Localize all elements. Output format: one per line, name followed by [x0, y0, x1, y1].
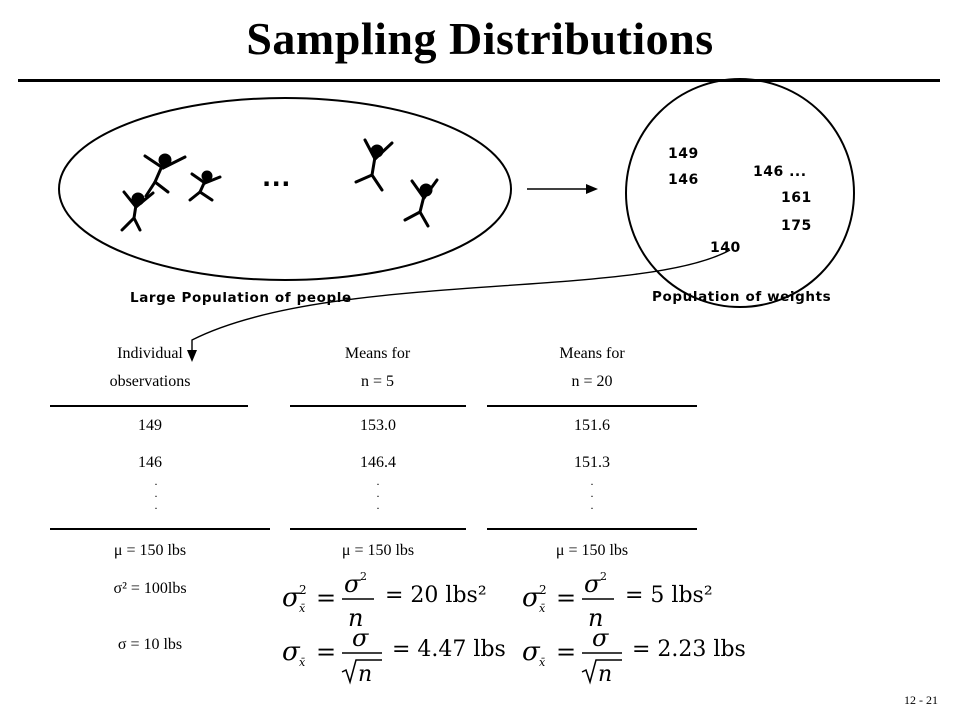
- svg-text:σ: σ: [282, 583, 301, 613]
- footer-rule: [50, 528, 270, 530]
- footer-rule: [290, 528, 466, 530]
- column-header-n5: Means for n = 5: [290, 340, 465, 396]
- table-cell: 151.6: [574, 417, 610, 434]
- svg-text:x̄: x̄: [299, 602, 306, 615]
- header-rule: [487, 405, 697, 407]
- header-line: observations: [109, 373, 191, 390]
- svg-text:=: =: [316, 638, 336, 666]
- svg-text:=: =: [316, 584, 336, 612]
- weight-value: 146: [668, 172, 699, 188]
- person-figure-2: [188, 170, 222, 202]
- sd-result-n20: = 2.23 lbs: [632, 637, 746, 662]
- table-cell: 149: [138, 417, 162, 434]
- curved-arrow: [191, 249, 731, 355]
- svg-text:=: =: [556, 584, 576, 612]
- column-header-individual: Individual observations: [50, 340, 250, 396]
- person-figure-1: [143, 153, 187, 198]
- slide-title: Sampling Distributions: [246, 13, 714, 64]
- svg-text:σ: σ: [584, 570, 601, 598]
- svg-text:σ: σ: [522, 637, 541, 667]
- svg-text:σ: σ: [352, 624, 369, 652]
- sd-formula-n5: σ x̄ = σ n: [282, 624, 382, 687]
- header-line: Means for: [559, 345, 625, 362]
- header-rule: [290, 405, 466, 407]
- weights-population-label: Population of weights: [652, 289, 832, 305]
- header-rule: [50, 405, 248, 407]
- title-divider: [18, 79, 940, 82]
- svg-text:2: 2: [360, 570, 367, 583]
- sd-result-n5: = 4.47 lbs: [392, 637, 506, 662]
- people-population-ellipse: [58, 97, 512, 281]
- variance-result-n5: = 20 lbs²: [385, 583, 487, 608]
- weight-value: 149: [668, 146, 699, 162]
- header-line: n = 20: [571, 373, 613, 390]
- svg-text:n: n: [598, 662, 612, 687]
- weight-value: 146 ...: [753, 164, 807, 180]
- vertical-ellipsis: ···: [154, 477, 158, 515]
- population-ellipsis: ...: [262, 164, 291, 192]
- svg-text:σ: σ: [344, 570, 361, 598]
- variance-formula-n20: σ 2 x̄ = σ 2 n: [522, 570, 614, 632]
- population-variance: σ² = 100lbs: [113, 580, 187, 597]
- svg-text:x̄: x̄: [539, 656, 546, 669]
- weight-value: 140: [710, 240, 741, 256]
- table-cell: 146: [138, 454, 162, 471]
- sd-formula-n20: σ x̄ = σ n: [522, 624, 622, 687]
- header-line: n = 5: [360, 373, 395, 390]
- variance-result-n20: = 5 lbs²: [625, 583, 713, 608]
- people-population-label: Large Population of people: [130, 290, 352, 306]
- person-figure-4: [354, 138, 394, 192]
- svg-text:n: n: [348, 604, 363, 632]
- svg-text:2: 2: [299, 583, 307, 597]
- svg-text:2: 2: [539, 583, 547, 597]
- footer-rule: [487, 528, 697, 530]
- table-cell: 151.3: [574, 454, 610, 471]
- svg-text:x̄: x̄: [299, 656, 306, 669]
- svg-text:σ: σ: [282, 637, 301, 667]
- vertical-ellipsis: ···: [590, 477, 594, 515]
- svg-text:n: n: [588, 604, 603, 632]
- header-line: Individual: [117, 345, 183, 362]
- svg-text:σ: σ: [522, 583, 541, 613]
- svg-text:n: n: [358, 662, 372, 687]
- page-number: 12 - 21: [904, 693, 938, 707]
- svg-text:=: =: [556, 638, 576, 666]
- sample-mean: μ = 150 lbs: [341, 542, 415, 559]
- svg-text:σ: σ: [592, 624, 609, 652]
- variance-formula-n5: σ 2 x̄ = σ 2 n: [282, 570, 374, 632]
- header-line: Means for: [344, 345, 411, 362]
- sample-mean: μ = 150 lbs: [555, 542, 629, 559]
- curved-arrow-head: [187, 350, 197, 362]
- arrow-right-head: [586, 184, 598, 194]
- vertical-ellipsis: ···: [376, 477, 380, 515]
- svg-text:x̄: x̄: [539, 602, 546, 615]
- weights-population-circle: [625, 78, 855, 308]
- table-cell: 146.4: [360, 454, 396, 471]
- column-header-n20: Means for n = 20: [487, 340, 697, 396]
- table-cell: 153.0: [360, 417, 396, 434]
- population-mean: μ = 150 lbs: [113, 542, 187, 559]
- population-sd: σ = 10 lbs: [117, 636, 183, 653]
- weight-value: 175: [781, 218, 812, 234]
- person-figure-5: [403, 178, 439, 228]
- svg-text:2: 2: [600, 570, 607, 583]
- person-figure-3: [120, 190, 155, 232]
- weight-value: 161: [781, 190, 812, 206]
